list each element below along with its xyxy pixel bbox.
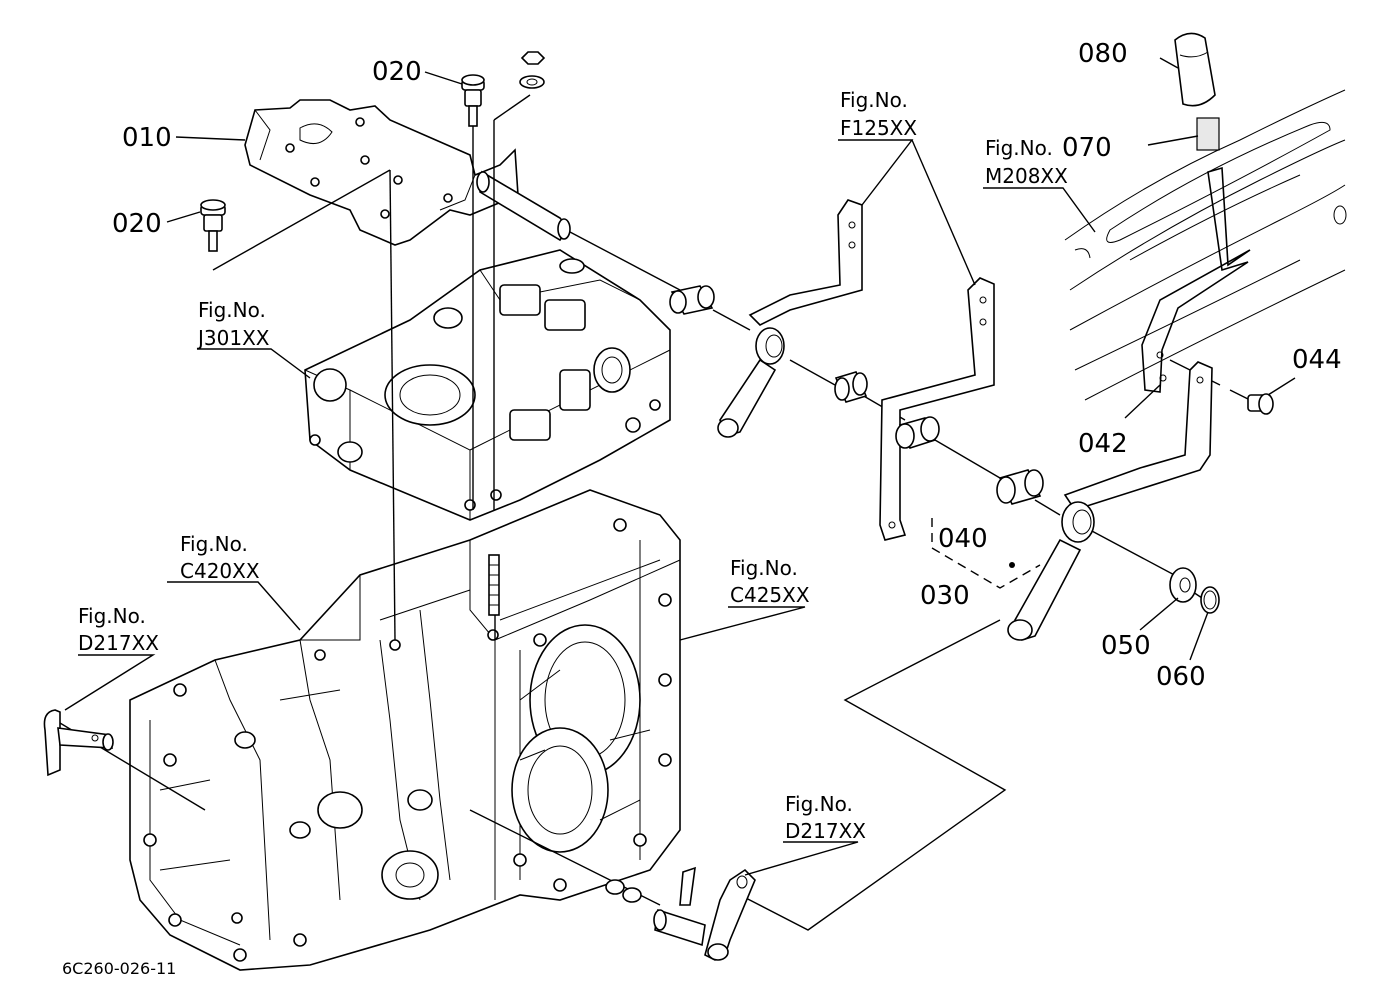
- fig-ref-j301-line1: Fig.No.: [198, 298, 266, 322]
- console-panel: [1064, 89, 1347, 401]
- group-030-dot: [1009, 562, 1015, 568]
- callout-leaders: [64, 57, 1296, 876]
- label-040: 040: [938, 524, 988, 554]
- shaft-upper: [476, 170, 571, 242]
- fig-ref-d217-bottom-line1: Fig.No.: [785, 792, 853, 816]
- label-042: 042: [1078, 429, 1128, 459]
- nut-washer: [519, 51, 546, 89]
- shift-fork-left: [43, 709, 114, 777]
- fig-ref-d217-left-line2: D217XX: [78, 631, 159, 655]
- fig-ref-c425-line1: Fig.No.: [730, 556, 798, 580]
- fig-ref-j301-line2: J301XX: [196, 326, 270, 350]
- fig-ref-d217-left-line1: Fig.No.: [78, 604, 146, 628]
- label-080: 080: [1078, 39, 1128, 69]
- label-050: 050: [1101, 631, 1151, 661]
- label-060: 060: [1156, 662, 1206, 692]
- fig-ref-d217-bottom-line2: D217XX: [785, 819, 866, 843]
- bushing-040: [996, 469, 1044, 505]
- hydraulic-block: [304, 249, 671, 521]
- lower-arm: [605, 866, 756, 961]
- label-030: 030: [920, 581, 970, 611]
- lever-upper: [717, 199, 863, 438]
- part-number-labels: 010 020 020 030 040 042 044 050 060 070 …: [112, 39, 1342, 692]
- label-010: 010: [122, 123, 172, 153]
- shift-rod: [1141, 166, 1251, 393]
- bolt-020-top: [461, 74, 485, 127]
- stud: [488, 554, 500, 616]
- washer-050: [1169, 567, 1197, 603]
- fig-ref-c420-line2: C420XX: [180, 559, 260, 583]
- bushing-mid: [834, 371, 868, 403]
- snap-ring-060: [1200, 586, 1220, 614]
- fig-ref-c425-line2: C425XX: [730, 583, 810, 607]
- fig-ref-f125-line2: F125XX: [840, 116, 917, 140]
- fig-ref-m208-line1: Fig.No.: [985, 136, 1053, 160]
- fig-ref-f125-line1: Fig.No.: [840, 88, 908, 112]
- bolt-020-left: [200, 199, 226, 252]
- label-020-top: 020: [372, 57, 422, 87]
- label-044: 044: [1292, 345, 1342, 375]
- bolt-044: [1247, 393, 1274, 415]
- transmission-case: [129, 489, 681, 971]
- lever-long: [879, 277, 995, 541]
- lever-030: [1007, 361, 1213, 641]
- cover-plate-010: [244, 99, 519, 246]
- knob-080: [1174, 32, 1216, 107]
- label-070: 070: [1062, 133, 1112, 163]
- diagram-code: 6C260-026-11: [62, 959, 176, 978]
- grip-070: [1196, 117, 1220, 151]
- group-030-outline: [931, 518, 1041, 589]
- label-020-left: 020: [112, 209, 162, 239]
- fig-ref-m208-line2: M208XX: [985, 164, 1068, 188]
- bushing-upper: [669, 285, 715, 315]
- figure-reference-labels: Fig.No. F125XX Fig.No. M208XX Fig.No. J3…: [78, 88, 1068, 843]
- fig-ref-c420-line1: Fig.No.: [180, 532, 248, 556]
